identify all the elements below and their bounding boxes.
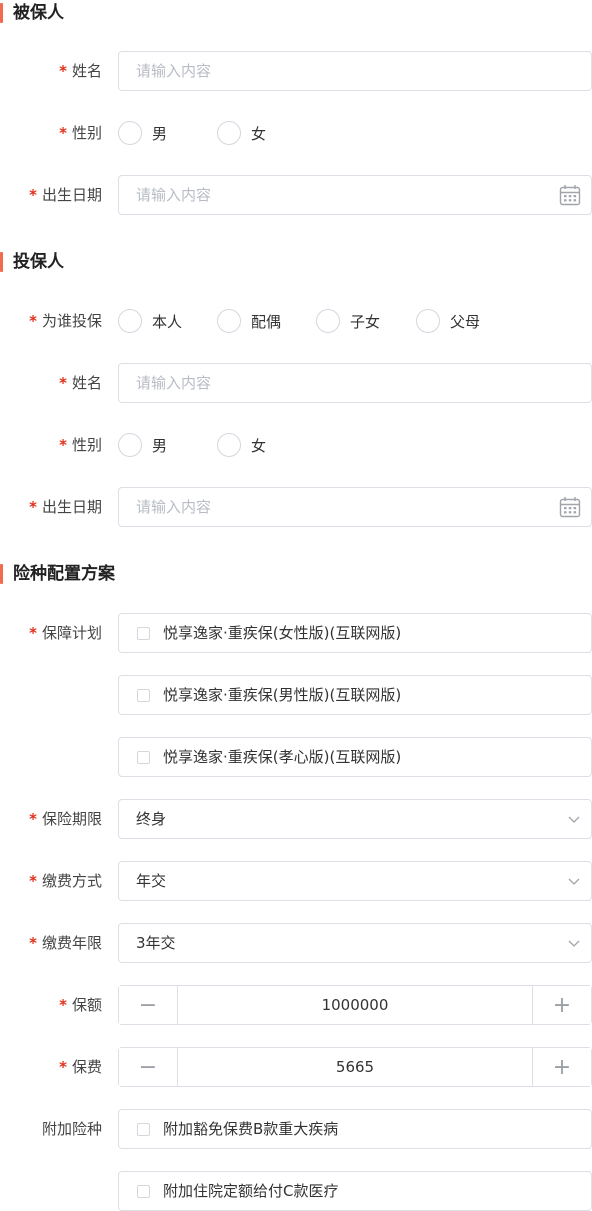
plan-label: *保障计划 [29, 624, 102, 642]
plan-section-title: 险种配置方案 [0, 563, 115, 585]
insured-gender-female-radio[interactable]: 女 [217, 121, 266, 145]
applicant-birth-placeholder: 请输入内容 [136, 498, 212, 516]
calendar-icon[interactable] [559, 184, 581, 206]
premium-label: *保费 [59, 1058, 102, 1076]
payment-method-row: *缴费方式 年交 [0, 861, 592, 901]
addon-label: 附加险种 [41, 1120, 102, 1138]
applicant-gender-male-radio[interactable]: 男 [118, 433, 217, 457]
calendar-icon[interactable] [559, 496, 581, 518]
insured-gender-row: *性别 男 女 [0, 113, 592, 153]
chevron-down-icon [568, 816, 580, 823]
relation-spouse-radio[interactable]: 配偶 [217, 309, 316, 333]
term-value: 终身 [136, 810, 167, 828]
amount-stepper: − 1000000 + [118, 985, 592, 1025]
amount-label: *保额 [59, 996, 102, 1014]
applicant-name-placeholder: 请输入内容 [136, 374, 212, 392]
applicant-gender-radio-group: 男 女 [118, 425, 266, 465]
checkbox-icon [137, 1185, 150, 1198]
premium-value[interactable]: 5665 [335, 1058, 375, 1076]
payment-years-row: *缴费年限 3年交 [0, 923, 592, 963]
radio-circle-icon [118, 121, 142, 145]
applicant-gender-female-radio[interactable]: 女 [217, 433, 266, 457]
amount-increment-button[interactable]: + [532, 986, 591, 1024]
insured-birth-date-picker[interactable]: 请输入内容 [118, 175, 592, 215]
payment-years-label: *缴费年限 [29, 934, 102, 952]
premium-row: *保费 − 5665 + [0, 1047, 592, 1087]
insured-name-label: *姓名 [59, 62, 102, 80]
applicant-name-label: *姓名 [59, 374, 102, 392]
applicant-relation-label: *为谁投保 [29, 312, 102, 330]
checkbox-icon [137, 689, 150, 702]
insured-section-title: 被保人 [0, 2, 64, 24]
applicant-birth-label: *出生日期 [29, 498, 102, 516]
radio-circle-icon [316, 309, 340, 333]
applicant-gender-label: *性别 [59, 436, 102, 454]
radio-circle-icon [118, 309, 142, 333]
insured-gender-radio-group: 男 女 [118, 113, 266, 153]
applicant-section-title: 投保人 [0, 251, 64, 273]
radio-circle-icon [217, 309, 241, 333]
relation-child-radio[interactable]: 子女 [316, 309, 416, 333]
insured-birth-row: *出生日期 请输入内容 [0, 175, 592, 215]
addon-option-checkbox[interactable]: 附加豁免保费B款重大疾病 [118, 1109, 592, 1149]
addon-option-checkbox[interactable]: 附加住院定额给付C款医疗 [118, 1171, 592, 1211]
term-row: *保险期限 终身 [0, 799, 592, 839]
relation-self-radio[interactable]: 本人 [118, 309, 217, 333]
applicant-birth-row: *出生日期 请输入内容 [0, 487, 592, 527]
applicant-gender-row: *性别 男 女 [0, 425, 592, 465]
term-label: *保险期限 [29, 810, 102, 828]
payment-method-select[interactable]: 年交 [118, 861, 592, 901]
plan-option-checkbox[interactable]: 悦享逸家·重疾保(孝心版)(互联网版) [118, 737, 592, 777]
payment-years-value: 3年交 [136, 934, 176, 952]
payment-method-value: 年交 [136, 872, 167, 890]
checkbox-icon [137, 1123, 150, 1136]
checkbox-icon [137, 627, 150, 640]
radio-circle-icon [416, 309, 440, 333]
premium-decrement-button[interactable]: − [119, 1048, 178, 1086]
insured-gender-male-radio[interactable]: 男 [118, 121, 217, 145]
radio-circle-icon [217, 121, 241, 145]
insured-name-input[interactable]: 请输入内容 [118, 51, 592, 91]
relation-parents-radio[interactable]: 父母 [416, 309, 480, 333]
insured-name-placeholder: 请输入内容 [136, 62, 212, 80]
plan-option-row: *保障计划 悦享逸家·重疾保(女性版)(互联网版) [0, 613, 592, 653]
plan-option-row: 悦享逸家·重疾保(男性版)(互联网版) [0, 675, 592, 715]
applicant-relation-row: *为谁投保 本人 配偶 子女 父母 [0, 301, 592, 341]
checkbox-icon [137, 751, 150, 764]
addon-row: 附加住院定额给付C款医疗 [0, 1171, 592, 1211]
premium-increment-button[interactable]: + [532, 1048, 591, 1086]
insured-name-row: *姓名 请输入内容 [0, 51, 592, 91]
premium-stepper: − 5665 + [118, 1047, 592, 1087]
term-select[interactable]: 终身 [118, 799, 592, 839]
addon-row: 附加险种 附加豁免保费B款重大疾病 [0, 1109, 592, 1149]
amount-value[interactable]: 1000000 [321, 996, 389, 1014]
amount-row: *保额 − 1000000 + [0, 985, 592, 1025]
applicant-name-input[interactable]: 请输入内容 [118, 363, 592, 403]
radio-circle-icon [118, 433, 142, 457]
plan-option-checkbox[interactable]: 悦享逸家·重疾保(男性版)(互联网版) [118, 675, 592, 715]
chevron-down-icon [568, 940, 580, 947]
chevron-down-icon [568, 878, 580, 885]
plan-option-row: 悦享逸家·重疾保(孝心版)(互联网版) [0, 737, 592, 777]
insured-birth-placeholder: 请输入内容 [136, 186, 212, 204]
applicant-birth-date-picker[interactable]: 请输入内容 [118, 487, 592, 527]
radio-circle-icon [217, 433, 241, 457]
insured-gender-label: *性别 [59, 124, 102, 142]
insured-birth-label: *出生日期 [29, 186, 102, 204]
applicant-relation-radio-group: 本人 配偶 子女 父母 [118, 301, 480, 341]
amount-decrement-button[interactable]: − [119, 986, 178, 1024]
payment-years-select[interactable]: 3年交 [118, 923, 592, 963]
payment-method-label: *缴费方式 [29, 872, 102, 890]
plan-option-checkbox[interactable]: 悦享逸家·重疾保(女性版)(互联网版) [118, 613, 592, 653]
applicant-name-row: *姓名 请输入内容 [0, 363, 592, 403]
